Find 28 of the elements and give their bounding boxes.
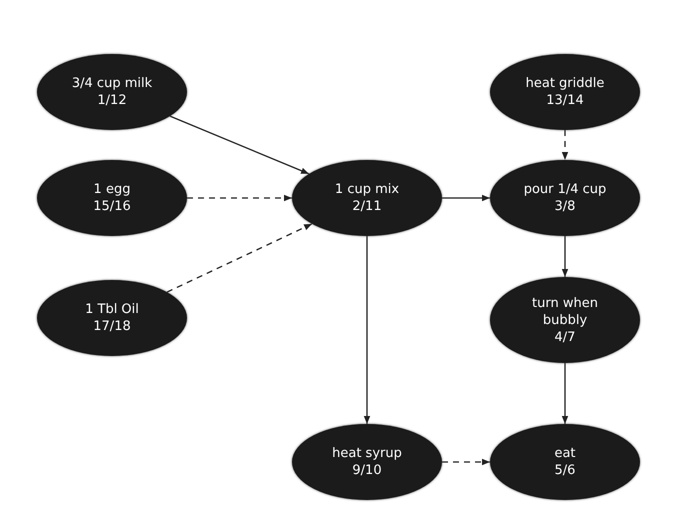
- task-ellipse: [292, 160, 442, 236]
- node-label: 1/12: [97, 92, 127, 109]
- arrow: [187, 194, 292, 202]
- node-label: 3/8: [554, 198, 576, 215]
- node-label: 17/18: [93, 318, 131, 335]
- node-label: 3/4 cup milk: [72, 75, 152, 92]
- arrow: [442, 194, 490, 202]
- arrow: [562, 363, 568, 424]
- arrow: [166, 223, 312, 293]
- node-label: 4/7: [554, 328, 576, 346]
- node-label: pour 1/4 cup: [524, 181, 606, 198]
- arrow: [562, 130, 568, 160]
- node-label: eat: [554, 445, 576, 462]
- arrow: [170, 116, 310, 174]
- node-label: 9/10: [352, 462, 382, 479]
- node-label: 1 cup mix: [334, 181, 400, 198]
- node-label: 1 egg: [94, 181, 130, 198]
- node-label: 13/14: [546, 92, 584, 109]
- node-label: 2/11: [352, 198, 382, 215]
- arrow: [562, 236, 568, 277]
- arrow: [364, 236, 370, 424]
- node-label: heat griddle: [526, 75, 604, 92]
- node-label: heat syrup: [332, 445, 402, 462]
- node-label: 15/16: [93, 198, 131, 215]
- arrow: [442, 458, 490, 466]
- node-label: 1 Tbl Oil: [85, 301, 139, 318]
- node-label: 5/6: [554, 462, 576, 479]
- node-label: turn when bubbly: [531, 294, 599, 328]
